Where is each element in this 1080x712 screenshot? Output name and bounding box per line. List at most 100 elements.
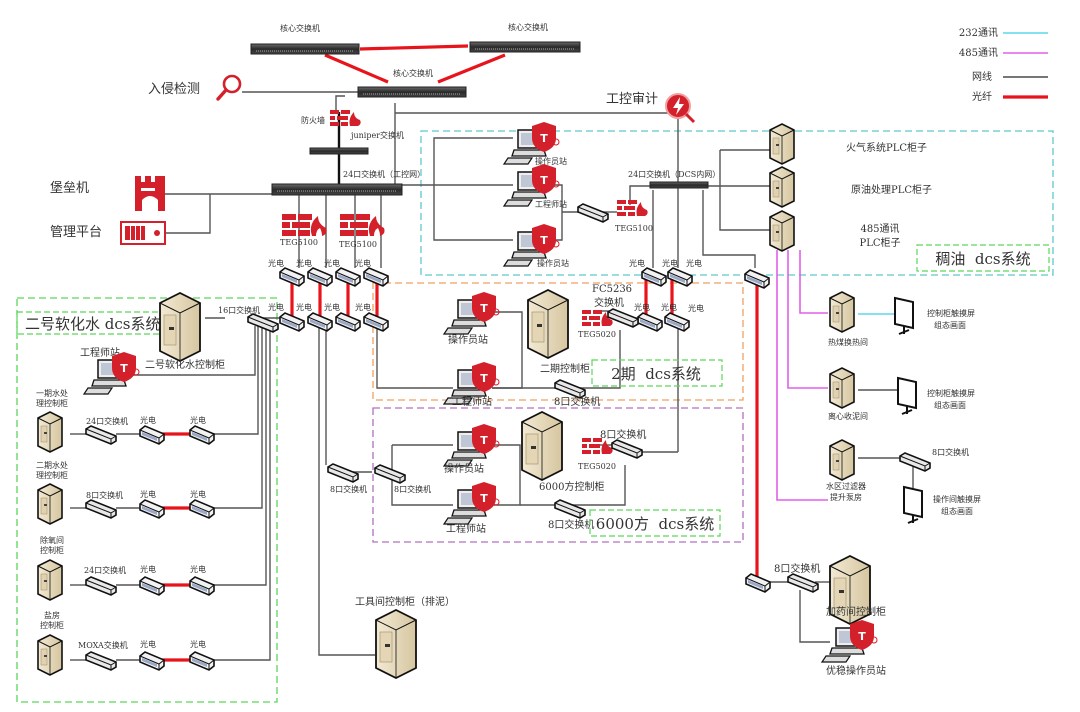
legend-label-485: 485通讯 xyxy=(959,47,998,59)
row-switch[interactable] xyxy=(85,576,117,596)
phase2-cabinet[interactable] xyxy=(527,289,569,359)
media-converter[interactable] xyxy=(139,499,165,519)
media-converter[interactable] xyxy=(189,499,215,519)
ics-24-port-switch-label: 24口交换机（工控网） xyxy=(343,169,425,179)
media-converter-label: 光电 xyxy=(629,258,645,268)
s6000-8port-switch-left-outer[interactable] xyxy=(327,463,359,483)
firewall-icon[interactable] xyxy=(330,110,361,126)
row-cabinet-label-line1: 二期水处 xyxy=(36,460,68,470)
media-converter[interactable] xyxy=(664,312,690,332)
tiaoyou-teg5100-icon[interactable] xyxy=(617,200,648,216)
media-converter-label: 光电 xyxy=(140,415,156,425)
s6000-8port-switch-top[interactable] xyxy=(611,439,643,459)
row-cabinet[interactable] xyxy=(37,411,63,453)
phase2-8port-switch[interactable] xyxy=(554,379,586,399)
media-converter-label: 光电 xyxy=(355,302,371,312)
juniper-switch[interactable] xyxy=(309,147,369,155)
hot-coal-cabinet[interactable] xyxy=(829,291,855,333)
media-converter[interactable] xyxy=(139,651,165,671)
s6000-cabinet[interactable] xyxy=(521,411,563,481)
phase2-teg5020-label: TEG5020 xyxy=(578,330,616,339)
core-switch-center[interactable] xyxy=(357,86,467,98)
softwater-16port-switch[interactable] xyxy=(247,313,279,333)
tiaoyou-op-station-top-label: 操作员站 xyxy=(535,156,567,166)
plc-crude-cabinet[interactable] xyxy=(769,166,795,208)
media-converter[interactable] xyxy=(363,267,389,287)
media-converter[interactable] xyxy=(139,576,165,596)
row-switch[interactable] xyxy=(85,651,117,671)
phase2-op-station[interactable] xyxy=(443,291,500,335)
row-cabinet[interactable] xyxy=(37,634,63,676)
dosing-op-station[interactable] xyxy=(821,619,878,663)
centrifuge-cabinet[interactable] xyxy=(829,367,855,409)
dosing-8port-switch-label: 8口交换机 xyxy=(774,562,820,575)
softwater-eng-station-label: 工程师站 xyxy=(80,346,120,359)
tiaoyou-small-switch[interactable] xyxy=(577,203,609,223)
media-converter[interactable] xyxy=(744,269,770,289)
media-converter-label: 光电 xyxy=(190,564,206,574)
tools-cabinet[interactable] xyxy=(375,609,417,679)
dcs-24-port-switch[interactable] xyxy=(649,181,709,189)
softwater-row-2: 二期水处 理控制柜 8口交换机 光电 光电 xyxy=(36,460,215,525)
media-converter-label: 光电 xyxy=(296,258,312,268)
softwater-row-3: 除氧间 控制柜 24口交换机 光电 光电 xyxy=(37,535,215,601)
row-cabinet[interactable] xyxy=(37,483,63,525)
softwater-row-4: 盐房 控制柜 MOXA交换机 光电 光电 xyxy=(37,610,215,676)
media-converter[interactable] xyxy=(745,573,771,593)
softwater-cabinet[interactable] xyxy=(159,292,201,362)
s6000-8port-switch-bottom[interactable] xyxy=(554,499,586,519)
media-converter[interactable] xyxy=(189,425,215,445)
s6000-8port-switch-left-inner[interactable] xyxy=(374,464,406,484)
media-converter[interactable] xyxy=(363,312,389,332)
filter-pump-cabinet[interactable] xyxy=(829,439,855,481)
media-converter[interactable] xyxy=(307,267,333,287)
touch-screen-icon[interactable] xyxy=(897,377,917,415)
ics-audit-icon[interactable] xyxy=(665,93,696,124)
touch-screen-label-line2: 组态画面 xyxy=(934,320,966,330)
media-converter[interactable] xyxy=(279,267,305,287)
touch-screen-icon[interactable] xyxy=(903,486,923,524)
media-converter[interactable] xyxy=(189,651,215,671)
s6000-cabinet-label: 6000方控制柜 xyxy=(539,480,604,493)
row-switch[interactable] xyxy=(85,425,117,445)
media-converter-label: 光电 xyxy=(140,489,156,499)
media-converter[interactable] xyxy=(189,576,215,596)
row-switch-label: MOXA交换机 xyxy=(78,640,128,650)
plc-485-cabinet[interactable] xyxy=(769,210,795,252)
row-switch[interactable] xyxy=(85,499,117,519)
plc-fire-cabinet[interactable] xyxy=(769,123,795,165)
media-converter[interactable] xyxy=(279,312,305,332)
media-converter-label: 光电 xyxy=(190,639,206,649)
magnifier-icon[interactable] xyxy=(216,74,242,101)
bastion-host-icon[interactable] xyxy=(135,176,165,211)
row-cabinet-label-line2: 控制柜 xyxy=(40,545,64,555)
media-converter-label: 光电 xyxy=(268,302,284,312)
dosing-8port-switch[interactable] xyxy=(787,573,819,593)
media-converter[interactable] xyxy=(307,312,333,332)
legend-label-fiber: 光纤 xyxy=(972,90,992,103)
teg5100-left-icon[interactable] xyxy=(282,214,327,236)
media-converter[interactable] xyxy=(335,267,361,287)
media-converter[interactable] xyxy=(335,312,361,332)
right-8port-switch[interactable] xyxy=(899,452,931,472)
row-cabinet[interactable] xyxy=(37,559,63,601)
region-phase2-dcs xyxy=(372,282,744,401)
core-switch-left-label: 核心交换机 xyxy=(280,23,320,33)
phase2-cabinet-label: 二期控制柜 xyxy=(540,362,590,375)
fc5236-label-line2: 交换机 xyxy=(594,296,624,309)
core-switch-right[interactable] xyxy=(469,41,581,53)
ics-24-port-switch[interactable] xyxy=(271,183,403,196)
touch-screen-icon[interactable] xyxy=(894,297,914,335)
right-8port-switch-label: 8口交换机 xyxy=(932,447,969,457)
juniper-switch-label: juniper交换机 xyxy=(350,130,404,140)
region-softwater-dcs xyxy=(16,297,278,703)
media-converter[interactable] xyxy=(139,425,165,445)
media-converter[interactable] xyxy=(637,312,663,332)
teg5100-right-icon[interactable] xyxy=(340,214,385,236)
management-platform-icon[interactable] xyxy=(120,221,166,245)
row-cabinet-label-line1: 一期水处 xyxy=(36,388,68,398)
core-switch-left[interactable] xyxy=(250,43,360,55)
plc-fire-label: 火气系统PLC柜子 xyxy=(846,141,927,154)
s6000-eng-station[interactable] xyxy=(443,481,500,525)
